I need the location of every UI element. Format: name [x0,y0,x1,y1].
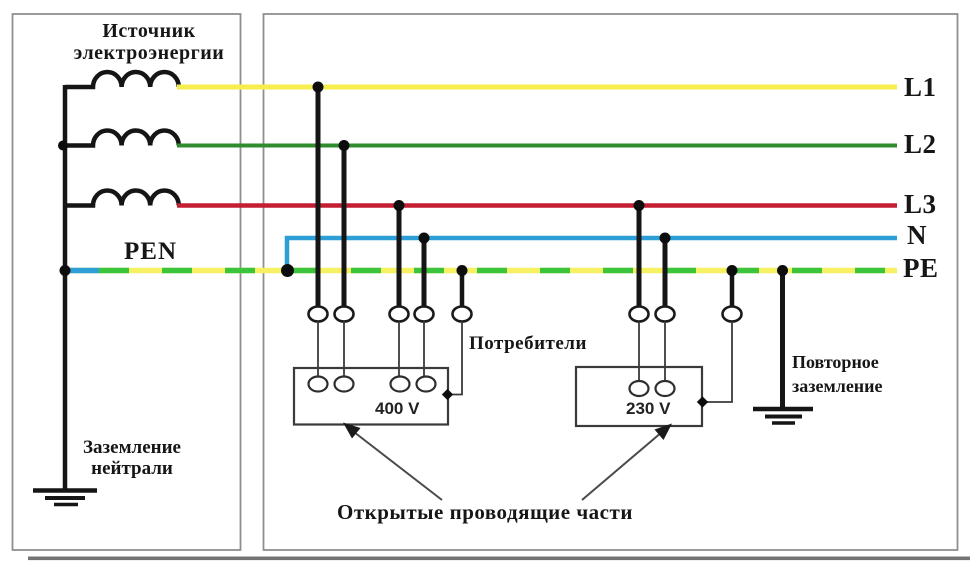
neutral-ground-label: Заземление нейтрали [50,437,214,479]
terminal-pe-load2 [721,305,743,323]
inlet-l1-load1 [307,375,329,393]
inlet-l3-load2 [628,379,650,398]
power-source-label-line2: электроэнергии [73,42,225,64]
winding-l1-coil [65,69,182,90]
exposed-parts-arrow-right [581,431,663,501]
exposed-parts-arrowhead-left [343,422,361,439]
power-source-label: Источник электроэнергии [47,20,251,64]
terminal-l2-load1 [333,305,355,323]
neutral-line-n [284,235,897,269]
terminal-n-load2 [654,305,676,323]
exposed-parts-arrowhead-right [654,423,672,440]
repeat-ground-label-line1: Повторное [792,352,879,372]
junction-bus-pen [59,265,71,276]
line-label-pe: PE [903,253,939,283]
junction-pen-split [281,264,294,277]
pen-conductor-label: PEN [124,238,177,265]
inlet-l2-load1 [333,375,355,393]
winding-l2-coil [65,128,182,148]
junction-pe-repeat-ground [777,265,788,276]
load1-voltage-label: 400 V [375,399,420,418]
inlet-l3-load1 [389,375,411,393]
repeat-ground-label: Повторное заземление [792,350,883,398]
pe-bond-load1 [441,388,454,401]
exposed-parts-arrow-left [351,429,443,501]
line-label-l3: L3 [904,189,937,219]
junction-l3-tap2 [633,200,645,211]
junction-bus-l2 [58,140,68,151]
pe-bond-load2 [696,396,709,408]
terminal-l3-load2 [628,305,650,323]
power-source-box [11,13,242,551]
junction-l1-tap1 [312,81,324,93]
junction-pe-tap1 [456,265,468,276]
winding-l3-coil [65,188,182,208]
load2-voltage-label: 230 V [626,399,671,418]
exposed-parts-label: Открытые проводящие части [337,500,633,524]
inlet-n-load1 [415,375,437,393]
load-230v-enclosure [574,365,704,428]
lead-pe-load2 [704,321,733,403]
line-label-l1: L1 [904,72,937,102]
bottom-edge-streak [28,556,970,561]
inlet-n-load2 [654,379,676,398]
terminal-pe-load1 [451,305,473,323]
junction-l3-tap1 [393,200,405,211]
neutral-ground-label-line2: нейтрали [91,458,173,479]
line-label-n: N [907,220,927,250]
line-label-l2: L2 [904,129,937,159]
junction-pe-tap2 [726,265,738,276]
junction-l2-tap1 [338,140,350,151]
repeat-ground-label-line2: заземление [792,376,883,396]
power-source-label-line1: Источник [102,20,196,42]
terminal-l1-load1 [307,305,329,323]
junction-n-tap2 [659,232,671,244]
consumers-label: Потребители [469,333,587,354]
junction-n-tap1 [418,232,430,244]
terminal-l3-load1 [388,305,410,323]
neutral-ground-label-line1: Заземление [83,437,181,458]
distribution-box [262,13,959,551]
terminal-n-load1 [413,305,435,323]
lead-pe-load1 [449,321,463,396]
